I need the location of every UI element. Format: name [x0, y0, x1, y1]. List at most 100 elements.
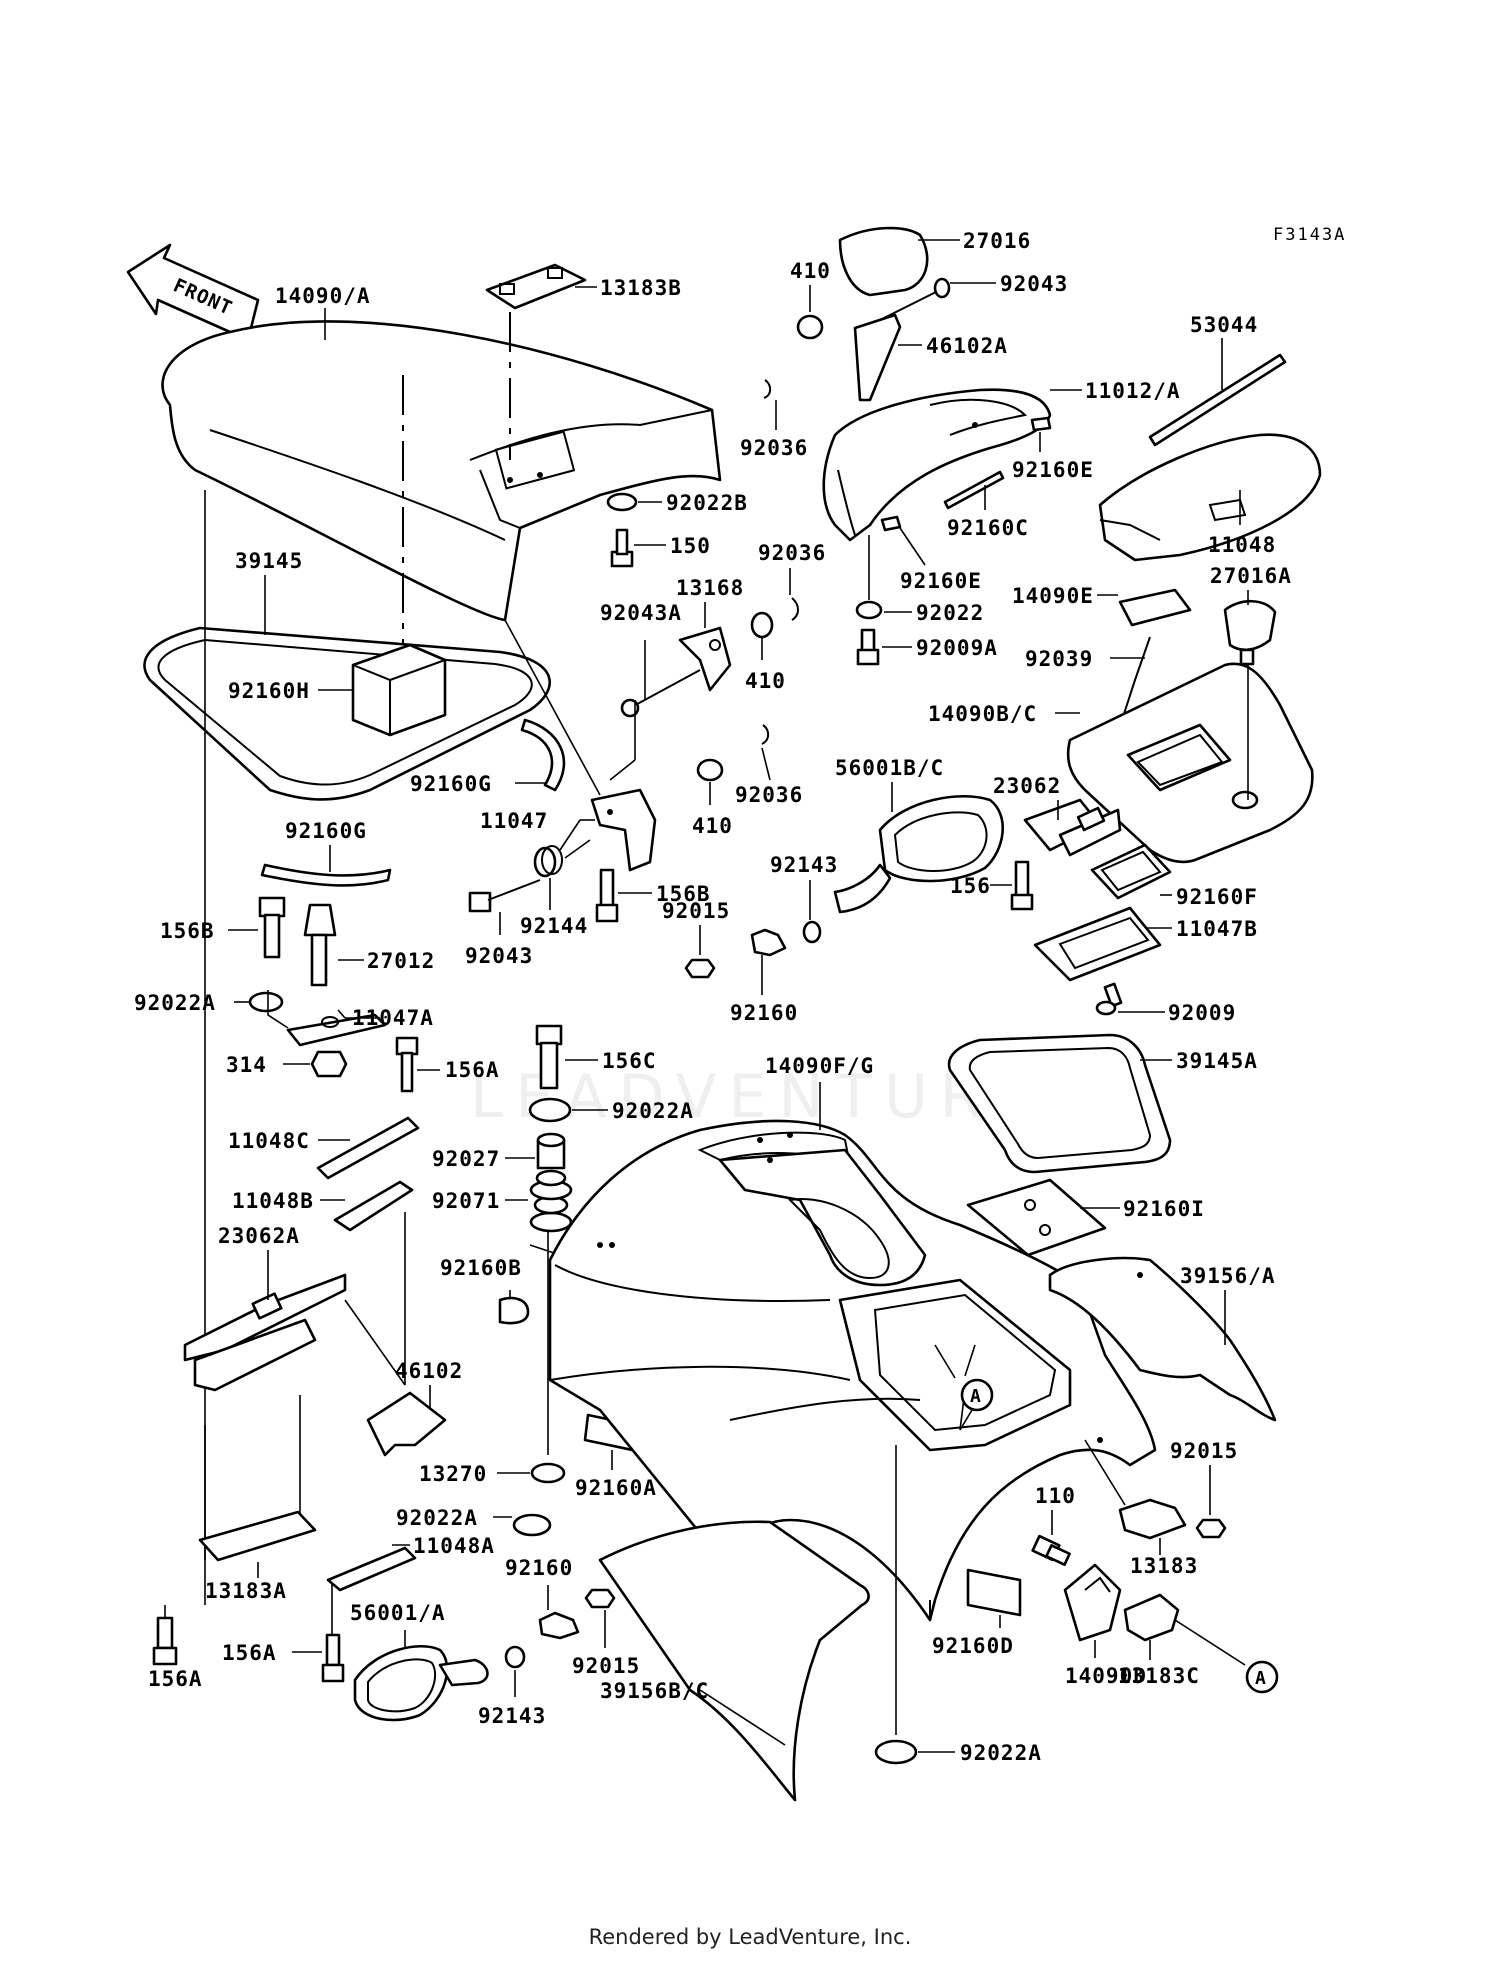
pin-92043A-part: [620, 669, 701, 718]
seat-seal-39145-part: [143, 626, 551, 801]
label-27012: 27012: [367, 949, 435, 973]
clip-92036-c-part: [761, 724, 770, 745]
bolt-110-part: [1031, 1534, 1071, 1566]
label-92160A: 92160A: [575, 1476, 657, 1500]
label-156A-c: 156A: [222, 1641, 277, 1665]
label-92022A-d: 92022A: [960, 1741, 1042, 1765]
label-11047B: 11047B: [1176, 917, 1258, 941]
pad-92160E-b-part: [880, 515, 902, 532]
bolt-92009A-part: [856, 628, 880, 666]
mirror-56001BC-part: [833, 794, 1004, 914]
label-92036-a: 92036: [740, 436, 808, 460]
label-92160-b: 92160: [505, 1556, 573, 1580]
label-14090FG: 14090F/G: [765, 1054, 874, 1078]
label-39156A: 39156/A: [1180, 1264, 1276, 1288]
label-11047: 11047: [480, 809, 548, 833]
label-110: 110: [1035, 1484, 1076, 1508]
label-92144: 92144: [520, 914, 588, 938]
callout-A-center-icon: A: [960, 1378, 994, 1412]
label-11047A: 11047A: [352, 1006, 434, 1030]
label-156B-a: 156B: [656, 882, 711, 906]
label-92009A: 92009A: [916, 636, 998, 660]
svg-text:A: A: [970, 1386, 982, 1407]
label-27016A: 27016A: [1210, 564, 1292, 588]
label-92022: 92022: [916, 601, 984, 625]
label-27016: 27016: [963, 229, 1031, 253]
nut-92015-c-part: [1195, 1518, 1227, 1539]
label-92043-b: 92043: [465, 944, 533, 968]
bolt-156A-left-part: [152, 1616, 178, 1666]
lid-14090BC-part: [1066, 662, 1314, 864]
pin-92043-part: [468, 879, 541, 913]
label-92160C: 92160C: [947, 516, 1029, 540]
label-14090BC: 14090B/C: [928, 702, 1037, 726]
pad-92160E-a-part: [1030, 416, 1052, 432]
plate-11047B-part: [1033, 906, 1162, 982]
label-410-c: 410: [692, 814, 733, 838]
strip-92160C-part: [943, 470, 1005, 510]
label-150: 150: [670, 534, 711, 558]
link-46102A-part: [853, 313, 902, 402]
label-14090D: 14090D: [1065, 1664, 1147, 1688]
label-92043-top: 92043: [1000, 272, 1068, 296]
washer-92022B-part: [606, 492, 638, 512]
label-39145: 39145: [235, 549, 303, 573]
cap-27016-part: [838, 226, 929, 297]
plate-11047A-part: [286, 1013, 387, 1047]
label-53044: 53044: [1190, 313, 1258, 337]
clip-92036-b-part: [791, 597, 799, 621]
label-156C: 156C: [602, 1049, 657, 1073]
bracket-13183B-part: [485, 263, 587, 310]
label-92160G-b: 92160G: [285, 819, 367, 843]
label-39145A: 39145A: [1176, 1049, 1258, 1073]
cover-11048-part: [1098, 433, 1322, 562]
bolt-156A-upper-part: [395, 1036, 419, 1093]
tie-down-27012-part: [303, 903, 337, 987]
label-156A-b: 156A: [148, 1667, 203, 1691]
label-14090E: 14090E: [1012, 584, 1094, 608]
pad-14090E-part: [1118, 588, 1192, 627]
label-92160-a: 92160: [730, 1001, 798, 1025]
washer-92022A-d-part: [874, 1739, 918, 1765]
label-92015-c: 92015: [1170, 1439, 1238, 1463]
label-13183C: 13183C: [1118, 1664, 1200, 1688]
front-arrow-icon: FRONT: [126, 243, 260, 342]
label-92143-a: 92143: [770, 853, 838, 877]
nut-92015-a-part: [684, 958, 716, 979]
label-56001A: 56001/A: [350, 1601, 446, 1625]
washer-13270-part: [530, 1462, 566, 1484]
label-13183: 13183: [1130, 1554, 1198, 1578]
label-13270: 13270: [419, 1462, 487, 1486]
callout-A-right-icon: A: [1245, 1660, 1279, 1694]
gasket-92160F-part: [1090, 843, 1172, 900]
spring-92144-part: [533, 845, 563, 878]
label-410-b: 410: [745, 669, 786, 693]
mirror-56001A-part: [353, 1644, 489, 1722]
collar-92027-part: [536, 1132, 566, 1170]
pad-92160H-part: [351, 643, 447, 737]
label-92015-a: 92015: [662, 899, 730, 923]
bolt-150-part: [610, 528, 634, 568]
bolt-156A-right-part: [321, 1633, 345, 1683]
bracket-13168-part: [678, 626, 732, 692]
bolt-156-part: [1010, 860, 1034, 911]
label-92143-b: 92143: [478, 1704, 546, 1728]
side-cover-39156A-part: [1048, 1256, 1277, 1422]
label-13183B: 13183B: [600, 276, 682, 300]
label-92071: 92071: [432, 1189, 500, 1213]
washer-410-b-part: [750, 611, 774, 639]
hinge-23062A-part: [183, 1273, 347, 1392]
label-92160E-a: 92160E: [1012, 458, 1094, 482]
label-11048B: 11048B: [232, 1189, 314, 1213]
label-11048: 11048: [1208, 533, 1276, 557]
nut-92015-b-part: [584, 1588, 616, 1609]
label-46102A: 46102A: [926, 334, 1008, 358]
bolt-156B-center-part: [595, 868, 619, 923]
label-13183A: 13183A: [205, 1579, 287, 1603]
bracket-14090D-part: [1063, 1563, 1122, 1642]
label-92009: 92009: [1168, 1001, 1236, 1025]
washer-92022A-c-part: [512, 1513, 552, 1537]
cowl-11012A-part: [822, 388, 1052, 542]
label-92022B: 92022B: [666, 491, 748, 515]
